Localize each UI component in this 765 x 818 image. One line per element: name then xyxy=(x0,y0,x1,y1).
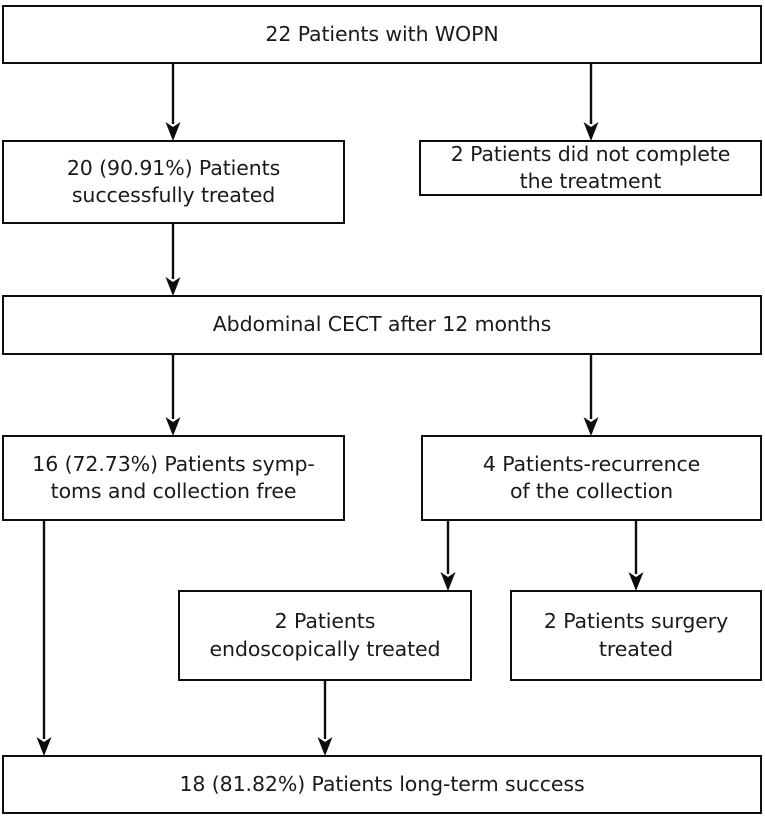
arrowhead-icon xyxy=(165,122,181,141)
node-cohort-label: 22 Patients with WOPN xyxy=(265,21,499,46)
edge-recurrence-to-endoscopic xyxy=(440,521,456,591)
node-endoscopic-retreat-label: 2 Patients endoscopically treated xyxy=(209,609,441,661)
node-long-term-success: 18 (81.82%) Patients long-term success xyxy=(2,755,762,814)
node-surgery-retreat: 2 Patients surgery treated xyxy=(510,590,762,681)
arrowhead-icon xyxy=(440,572,456,591)
node-symptom-free: 16 (72.73%) Patients symp- toms and coll… xyxy=(2,435,345,521)
node-not-completed-label: 2 Patients did not complete the treatmen… xyxy=(450,141,731,193)
node-cohort: 22 Patients with WOPN xyxy=(2,5,762,64)
edge-recurrence-to-surgery xyxy=(628,521,644,591)
node-recurrence-label: 4 Patients-recurrence of the collection xyxy=(482,451,701,503)
edge-cohort-to-success xyxy=(165,64,181,141)
node-symptom-free-label: 16 (72.73%) Patients symp- toms and coll… xyxy=(32,451,315,503)
arrowhead-icon xyxy=(165,277,181,296)
arrowhead-icon xyxy=(583,122,599,141)
edge-symptomfree-to-longterm xyxy=(36,521,52,756)
node-long-term-success-label: 18 (81.82%) Patients long-term success xyxy=(179,771,585,796)
node-treated-success: 20 (90.91%) Patients successfully treate… xyxy=(2,140,345,224)
arrowhead-icon xyxy=(36,737,52,756)
edge-endoscopic-to-longterm xyxy=(317,681,333,756)
arrowhead-icon xyxy=(165,417,181,436)
arrowhead-icon xyxy=(317,737,333,756)
node-cect-followup-label: Abdominal CECT after 12 months xyxy=(212,312,552,337)
edge-cect-to-symptomfree xyxy=(165,355,181,436)
node-treated-success-label: 20 (90.91%) Patients successfully treate… xyxy=(66,155,281,207)
node-recurrence: 4 Patients-recurrence of the collection xyxy=(421,435,762,521)
node-surgery-retreat-label: 2 Patients surgery treated xyxy=(543,609,729,661)
node-cect-followup: Abdominal CECT after 12 months xyxy=(2,295,762,355)
edge-success-to-cect xyxy=(165,224,181,296)
arrowhead-icon xyxy=(583,417,599,436)
edge-cohort-to-notcompleted xyxy=(583,64,599,141)
arrowhead-icon xyxy=(628,572,644,591)
edge-cect-to-recurrence xyxy=(583,355,599,436)
node-endoscopic-retreat: 2 Patients endoscopically treated xyxy=(178,590,472,681)
node-not-completed: 2 Patients did not complete the treatmen… xyxy=(419,140,762,196)
